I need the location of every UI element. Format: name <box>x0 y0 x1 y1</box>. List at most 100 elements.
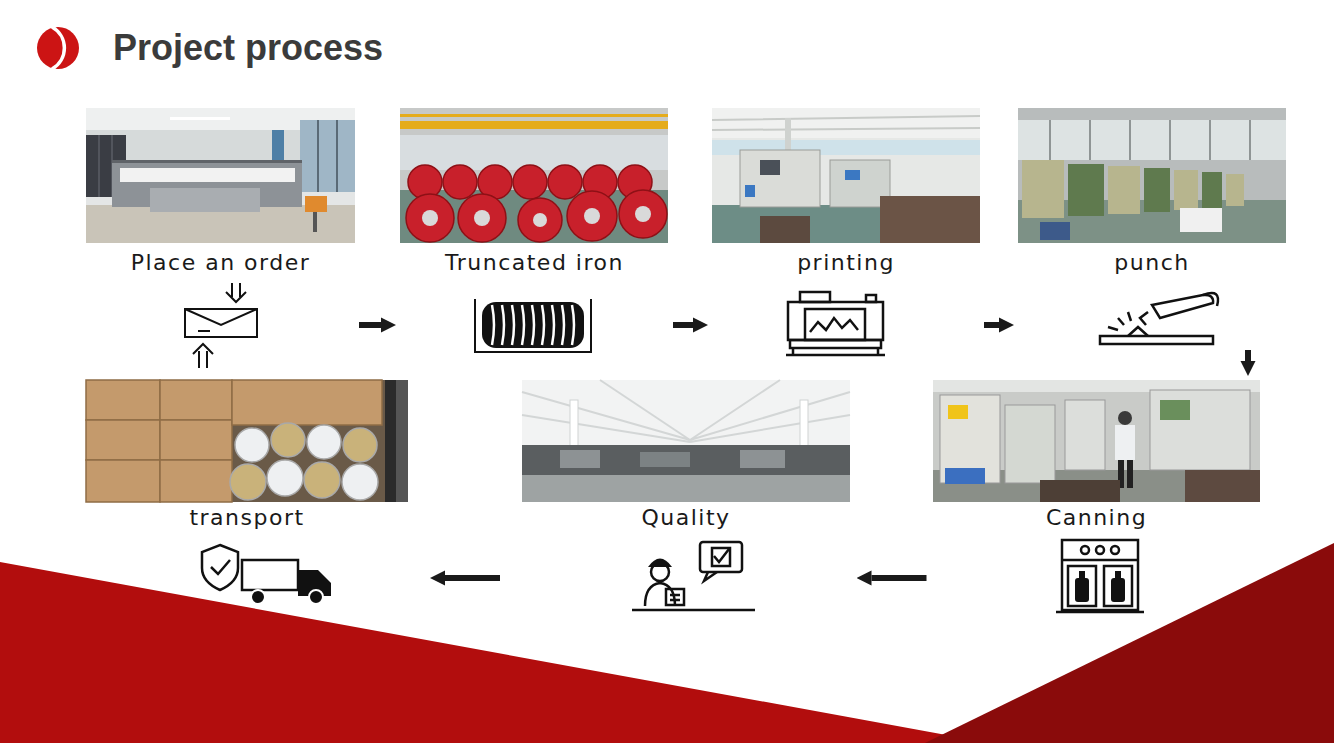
coil-icon <box>572 305 574 345</box>
background-band <box>0 562 990 743</box>
punch-photo <box>1068 164 1104 216</box>
punch-icon <box>1128 327 1148 336</box>
cargo-photo <box>267 460 303 496</box>
office-photo <box>170 117 230 120</box>
canning-photo <box>1118 411 1132 425</box>
coil-photo <box>406 194 454 242</box>
inspector-icon <box>632 542 755 610</box>
envelope-icon <box>199 351 207 368</box>
office-photo <box>305 196 327 212</box>
process-step: Place an order <box>86 108 355 346</box>
cargo-photo <box>86 380 382 502</box>
truck-icon <box>202 545 331 604</box>
canning-icon <box>1111 578 1125 602</box>
step-label: Place an order <box>131 250 311 276</box>
printer-icon <box>786 292 885 355</box>
truck-icon <box>211 560 230 574</box>
coil-icon <box>482 302 584 348</box>
canning-photo <box>1185 470 1260 502</box>
step-label: Quality <box>641 505 730 531</box>
canning-icon <box>1104 566 1132 606</box>
cargo-photo <box>86 460 160 502</box>
cargo-photo <box>86 420 160 460</box>
envelope-icon <box>232 283 240 297</box>
printing-photo <box>880 196 980 243</box>
flow-arrow <box>673 322 693 328</box>
office-photo <box>86 108 355 243</box>
logo <box>37 27 79 69</box>
punch-photo <box>1202 172 1222 208</box>
inspector-icon <box>700 542 742 572</box>
hall-photo <box>570 400 578 450</box>
punch-icon <box>1203 293 1218 306</box>
cargo-photo <box>160 460 232 502</box>
cargo-photo <box>86 380 408 502</box>
flow-arrow <box>1245 350 1251 361</box>
inspector-icon <box>648 559 672 568</box>
hall-photo <box>800 400 808 450</box>
canning-photo <box>948 405 968 419</box>
printer-icon <box>786 348 885 355</box>
punch-icon <box>1100 336 1213 344</box>
cargo-photo <box>230 423 378 500</box>
punch-photo <box>1226 174 1244 206</box>
envelope-icon <box>185 309 257 325</box>
coil-icon <box>532 305 534 345</box>
coil-photo <box>474 210 490 226</box>
coil-photo <box>400 121 668 129</box>
punch-photo <box>1144 168 1170 212</box>
printer-icon <box>800 292 830 302</box>
cargo-photo <box>307 425 341 459</box>
hall-photo <box>522 445 850 477</box>
coil-photo <box>548 165 582 199</box>
step-label: transport <box>189 505 304 531</box>
coil-icon <box>492 305 574 345</box>
canning-icon <box>1075 571 1125 602</box>
canning-photo <box>1065 400 1105 470</box>
canning-photo <box>1127 460 1133 488</box>
punch-photo <box>1108 166 1140 214</box>
canning-icon <box>1115 571 1121 579</box>
envelope-icon <box>185 309 257 337</box>
truck-icon <box>251 590 265 604</box>
hall-photo <box>560 450 600 468</box>
inspector-icon <box>632 542 755 610</box>
cargo-photo <box>342 464 378 500</box>
punch-photo <box>1018 108 1286 243</box>
envelope-icon <box>193 344 213 354</box>
coil-icon <box>475 299 591 352</box>
office-photo <box>317 120 319 192</box>
flow-arrow <box>445 575 500 581</box>
coil-photo <box>422 206 651 227</box>
canning-photo <box>933 380 1260 502</box>
printing-photo <box>745 185 755 197</box>
printing-photo <box>712 108 980 243</box>
logo <box>37 27 79 69</box>
hall-photo <box>640 452 690 467</box>
punch-photo <box>1022 160 1064 218</box>
canning-icon <box>1096 546 1104 554</box>
canning-icon <box>1056 611 1144 614</box>
canning-photo <box>1040 480 1120 502</box>
printing-photo <box>845 170 860 180</box>
canning-icon <box>1068 566 1096 606</box>
canning-photo <box>1005 405 1055 483</box>
cargo-photo <box>232 380 382 425</box>
printing-photo <box>712 108 980 138</box>
hall-photo <box>522 380 850 502</box>
canning-icon <box>1062 559 1138 562</box>
inspector-icon <box>670 595 680 600</box>
coil-photo <box>400 114 668 117</box>
envelope-icon <box>198 330 210 332</box>
coil-icon <box>512 305 514 345</box>
inspector-icon <box>712 548 730 566</box>
coil-photo <box>513 165 547 199</box>
step-label: printing <box>797 250 895 276</box>
title: Project process <box>113 27 383 69</box>
office-photo <box>99 135 100 197</box>
process-step: Truncated iron <box>400 108 669 346</box>
canning-photo <box>933 380 1260 502</box>
cargo-photo <box>385 380 408 502</box>
